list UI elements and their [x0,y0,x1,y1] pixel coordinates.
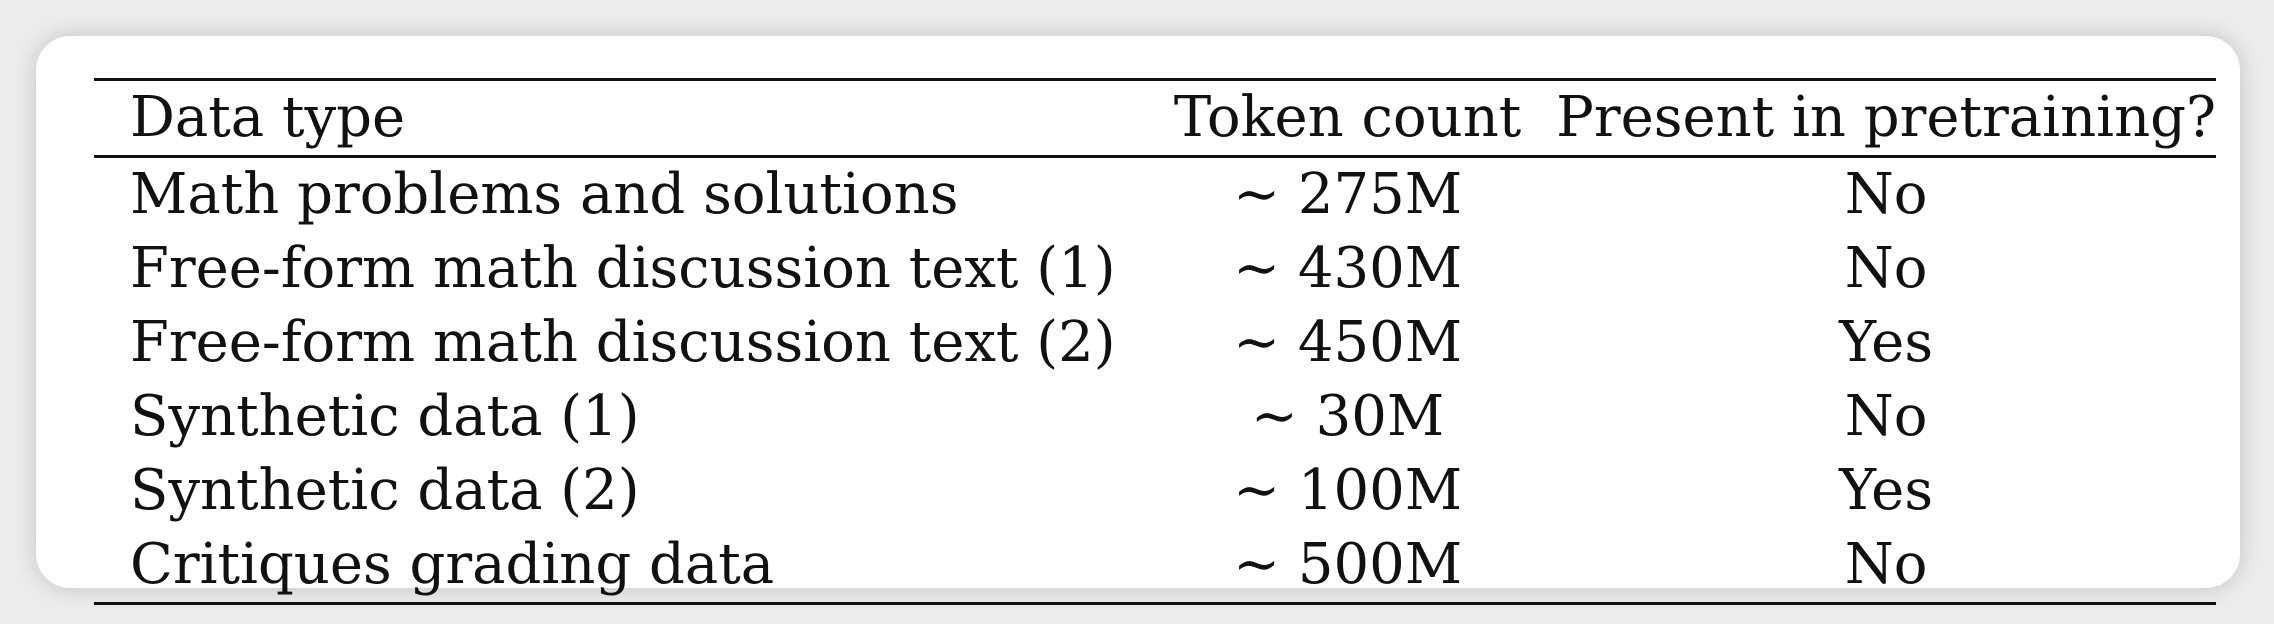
cell-data-type: Synthetic data (2) [130,458,640,523]
cell-present: No [1844,236,1928,301]
cell-present: No [1844,162,1928,227]
table-header: Data type Token count Present in pretrai… [94,79,2216,157]
table-row: Synthetic data (2) ∼ 100M Yes [94,454,2216,528]
cell-present: Yes [1839,310,1934,375]
cell-data-type: Synthetic data (1) [130,384,640,449]
table-body: Math problems and solutions ∼ 275M No Fr… [94,157,2216,604]
cell-token-count: ∼ 30M [1250,384,1445,449]
cell-token-count: ∼ 450M [1233,310,1463,375]
header-present-in-pretraining: Present in pretraining? [1556,85,2216,150]
table-row: Math problems and solutions ∼ 275M No [94,157,2216,233]
header-data-type: Data type [130,85,406,150]
cell-token-count: ∼ 275M [1233,162,1463,227]
cell-data-type: Math problems and solutions [130,162,959,227]
data-table: Data type Token count Present in pretrai… [94,78,2216,605]
table-card: Data type Token count Present in pretrai… [36,36,2240,604]
cell-data-type: Critiques grading data [130,532,775,597]
table-row: Critiques grading data ∼ 500M No [94,528,2216,604]
cell-data-type: Free-form math discussion text (1) [130,236,1116,301]
cell-token-count: ∼ 100M [1233,458,1463,523]
cell-present: No [1844,384,1928,449]
header-row: Data type Token count Present in pretrai… [94,79,2216,157]
cell-data-type: Free-form math discussion text (2) [130,310,1116,375]
cell-present: No [1844,532,1928,597]
table-row: Free-form math discussion text (1) ∼ 430… [94,232,2216,306]
header-token-count: Token count [1173,85,1522,150]
table-row: Free-form math discussion text (2) ∼ 450… [94,306,2216,380]
cell-token-count: ∼ 500M [1233,532,1463,597]
table-row: Synthetic data (1) ∼ 30M No [94,380,2216,454]
cell-present: Yes [1839,458,1934,523]
cell-token-count: ∼ 430M [1233,236,1463,301]
